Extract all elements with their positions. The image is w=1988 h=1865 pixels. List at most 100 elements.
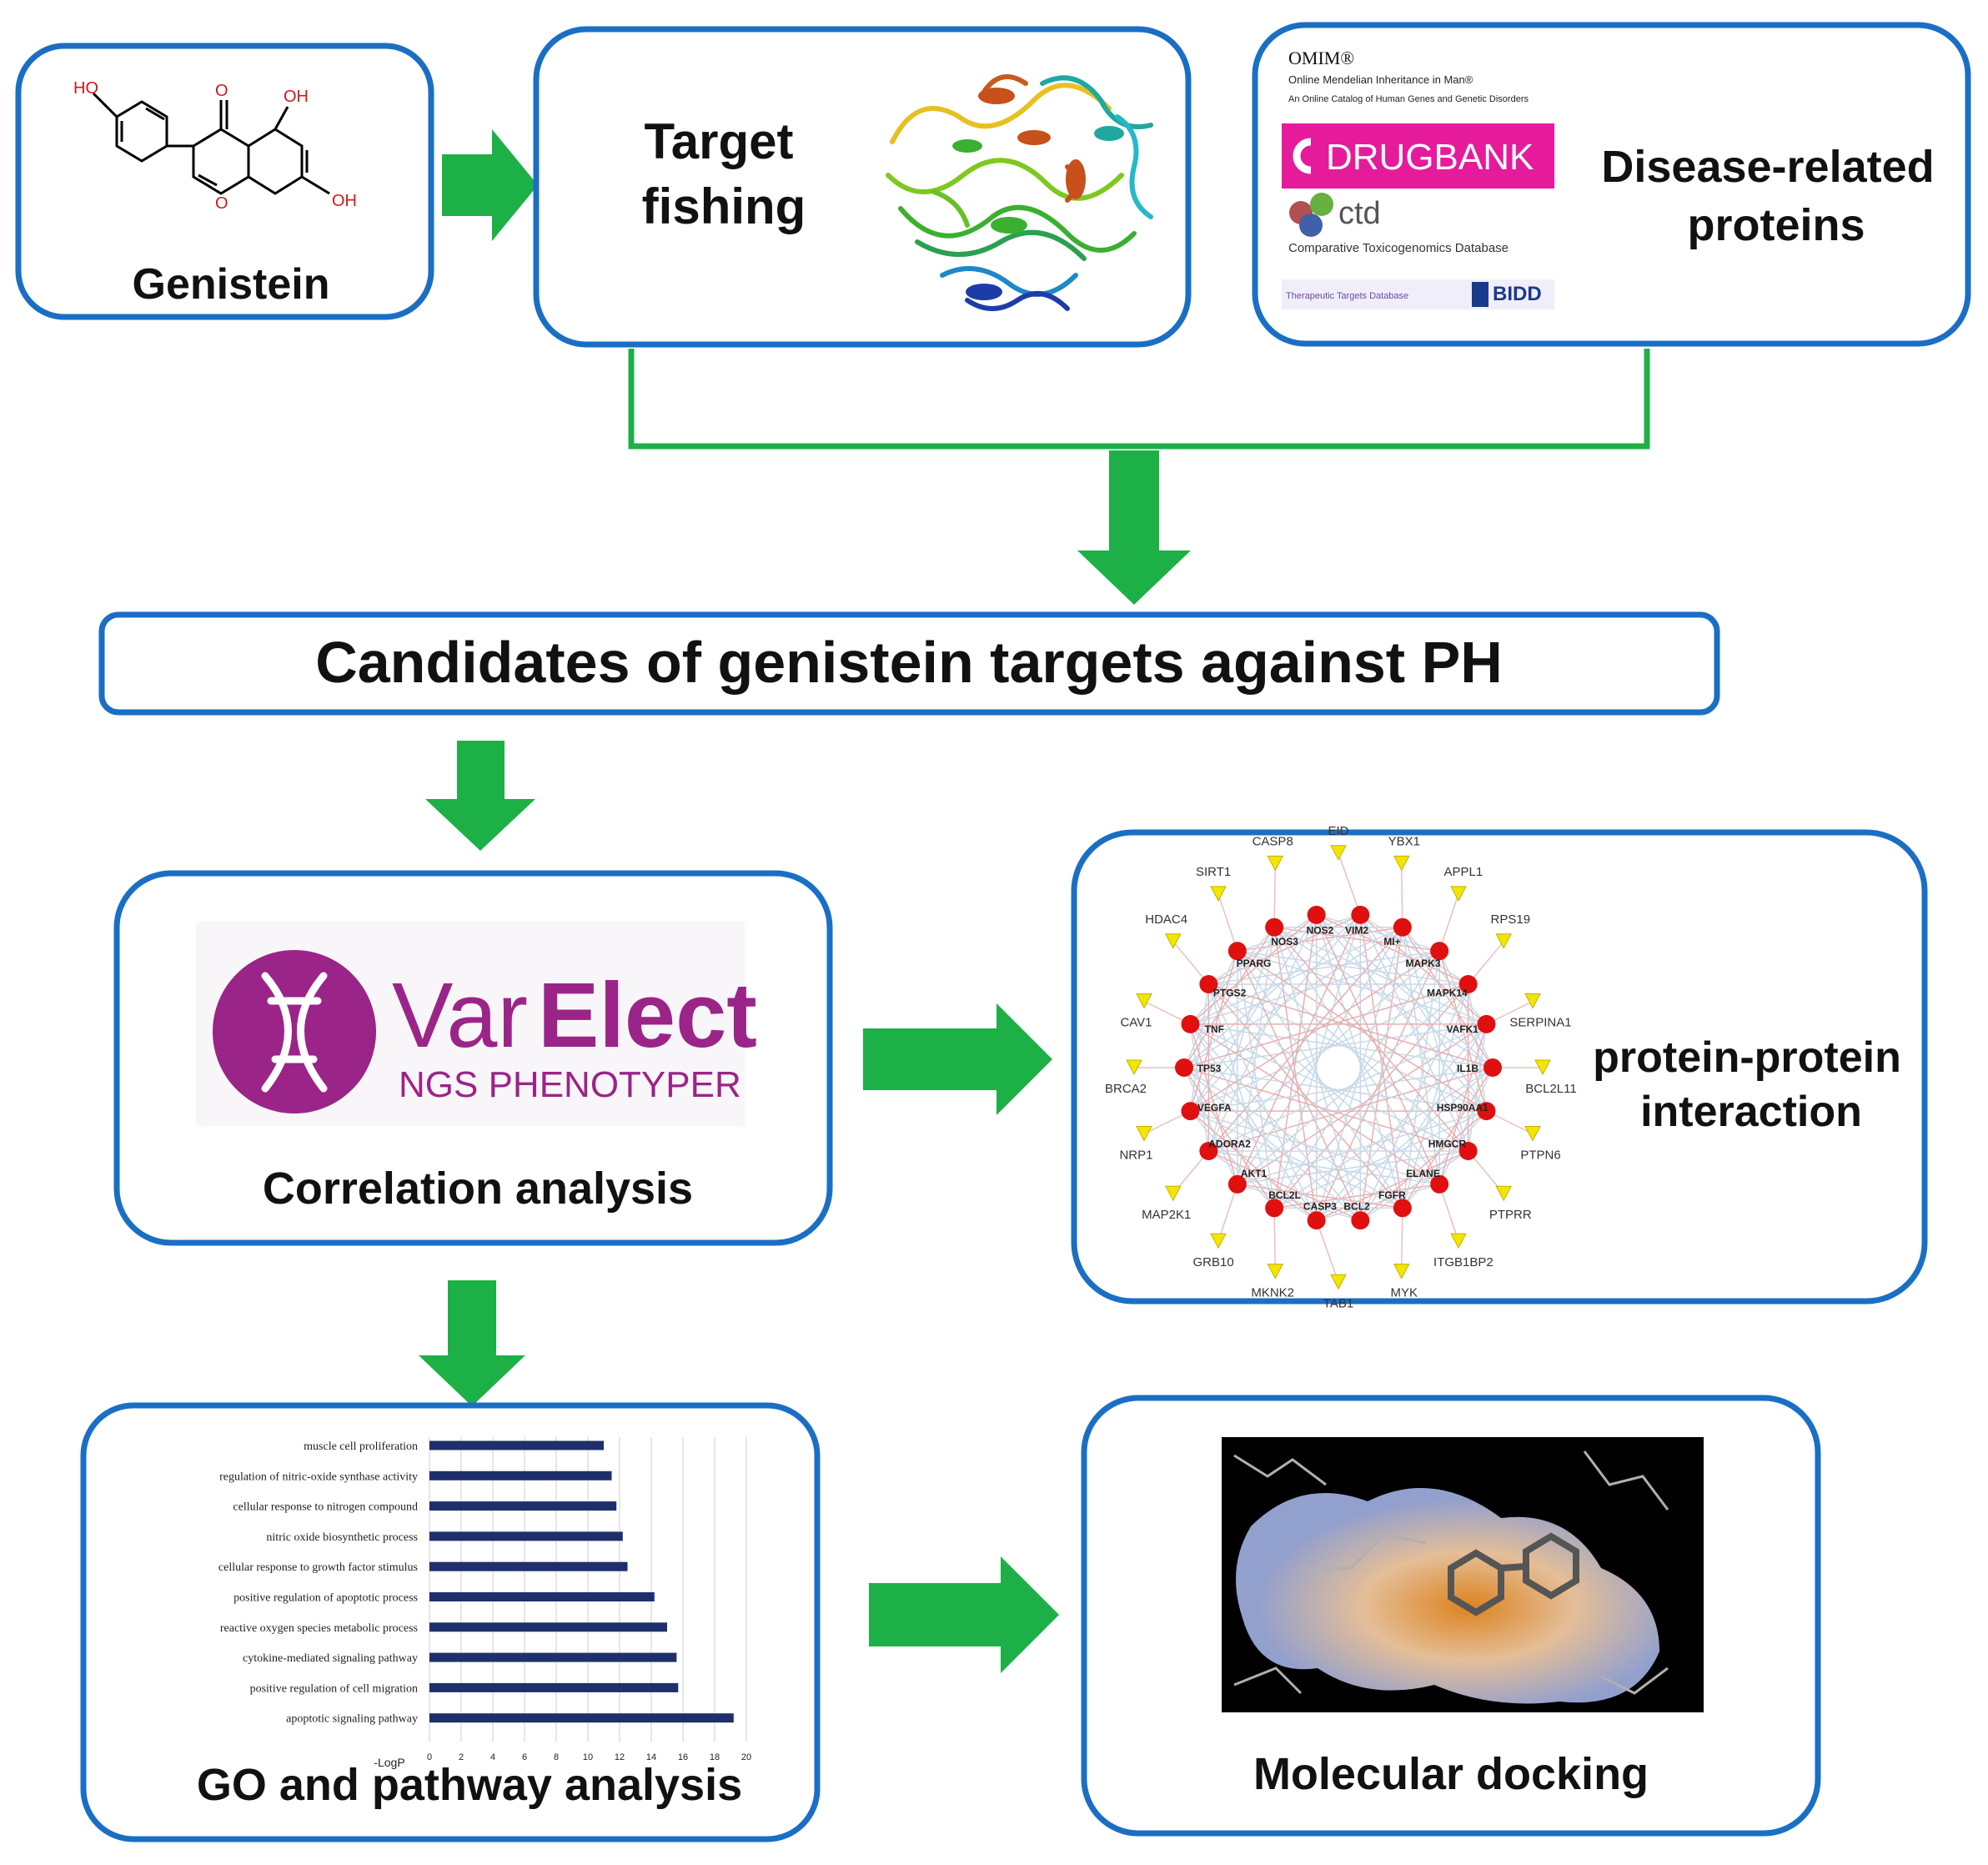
omim-subtitle-2: An Online Catalog of Human Genes and Gen…	[1288, 94, 1529, 104]
network-edge	[1316, 1067, 1494, 1221]
network-outer-node	[1267, 855, 1284, 872]
chart-x-tick-label: 16	[678, 1752, 688, 1762]
network-outer-label: CASP8	[1253, 834, 1293, 848]
network-inner-label: ADORA2	[1208, 1138, 1251, 1149]
network-outer-node	[1136, 993, 1152, 1009]
network-edge	[1189, 914, 1318, 1112]
network-inner-label: CASP3	[1303, 1200, 1337, 1212]
varelect-dna-icon	[213, 950, 376, 1113]
network-outer-label: MAP2K1	[1142, 1208, 1191, 1222]
network-inner-node	[1265, 917, 1284, 937]
ttd-banner	[1282, 279, 1554, 309]
network-inner-node	[1458, 1142, 1478, 1161]
network-outer-node	[1393, 855, 1410, 872]
network-edge	[1359, 914, 1403, 1209]
chart-bar	[429, 1592, 655, 1601]
network-edges	[1134, 852, 1543, 1283]
arrow-go-to-docking	[869, 1556, 1059, 1673]
network-edge	[1217, 893, 1238, 952]
network-edge	[1237, 926, 1403, 952]
network-edge	[1237, 914, 1362, 1185]
network-edge	[1359, 1150, 1469, 1221]
network-edge	[1274, 1184, 1440, 1209]
network-edge	[1467, 983, 1488, 1112]
network-outer-node	[1210, 1233, 1227, 1249]
network-outer-node	[1136, 1125, 1152, 1142]
target-fishing-label-2: fishing	[642, 178, 806, 234]
network-edge	[1273, 863, 1277, 927]
drugbank-pill-icon	[1293, 138, 1312, 174]
network-edge	[1183, 1067, 1238, 1185]
network-edge	[1190, 1110, 1318, 1221]
network-edge	[1207, 914, 1318, 1152]
chart-category-label: cytokine-mediated signaling pathway	[243, 1652, 418, 1665]
network-inner-node	[1181, 1014, 1200, 1033]
network-inner-node	[1175, 1058, 1193, 1077]
network-outer-label: BCL2L11	[1525, 1082, 1576, 1096]
omim-subtitle-1: Online Mendelian Inheritance in Man®	[1288, 73, 1473, 86]
network-edge	[1316, 914, 1468, 985]
chart-bar	[429, 1501, 617, 1511]
atom-oh-7: OH	[332, 192, 357, 210]
chart-category-label: positive regulation of apoptotic process	[233, 1592, 418, 1605]
network-outer-label: SERPINA1	[1509, 1016, 1571, 1030]
network-outer-label: APPL1	[1444, 865, 1483, 879]
network-edge	[1183, 914, 1361, 1068]
network-edge	[1402, 983, 1469, 1209]
network-edge	[1183, 1067, 1275, 1209]
target-fishing-label-1: Target	[645, 113, 794, 169]
network-edge	[1237, 950, 1362, 1221]
network-edge	[1190, 914, 1318, 1025]
network-edge	[1273, 927, 1469, 1152]
network-inner-label: AKT1	[1241, 1168, 1268, 1179]
network-edge	[1438, 950, 1488, 1112]
chart-x-tick-label: 6	[522, 1752, 527, 1762]
network-edge	[1183, 1067, 1361, 1221]
network-edge	[1400, 863, 1403, 927]
network-edge	[1208, 1067, 1494, 1152]
network-edge	[1359, 914, 1488, 1112]
chart-category-label: cellular response to nitrogen compound	[233, 1501, 418, 1514]
box-go-pathway	[80, 1402, 821, 1842]
network-edge	[1189, 1023, 1318, 1221]
disease-proteins-label-2: proteins	[1687, 200, 1865, 250]
network-inner-node	[1181, 1102, 1200, 1121]
chart-bar	[429, 1682, 679, 1692]
network-inner-node	[1265, 1199, 1284, 1218]
network-edge	[1316, 1150, 1468, 1221]
chart-category-label: cellular response to growth factor stimu…	[218, 1561, 418, 1574]
ppi-label-2: interaction	[1640, 1088, 1862, 1136]
network-edge	[1207, 983, 1275, 1209]
network-outer-label: GRB10	[1193, 1255, 1234, 1269]
network-outer-node	[1210, 886, 1227, 902]
correlation-label: Correlation analysis	[263, 1164, 693, 1214]
network-edge	[1316, 914, 1440, 952]
network-edge	[1183, 983, 1468, 1068]
network-inner-label: NOS3	[1271, 936, 1298, 948]
network-inner-node	[1393, 917, 1412, 937]
network-edge	[1207, 983, 1318, 1221]
network-outer-node	[1450, 886, 1467, 902]
network-edge	[1438, 1184, 1459, 1242]
network-edge	[1207, 927, 1275, 1152]
network-outer-label: EID	[1328, 824, 1348, 838]
chart-bar	[429, 1531, 623, 1541]
network-nodes: EIDYBX1APPL1RPS19SERPINA1BCL2L11PTPN6PTP…	[1105, 824, 1577, 1311]
network-inner-label: MAPK3	[1405, 958, 1440, 969]
arrows	[419, 129, 1191, 1673]
chart-x-tick-label: 12	[615, 1752, 625, 1762]
ttd-logo-text: Therapeutic Targets Database	[1286, 291, 1408, 301]
network-edge	[1208, 914, 1361, 985]
network-edge	[1208, 1150, 1361, 1221]
network-edge	[1237, 950, 1487, 1112]
network-outer-node	[1524, 1125, 1541, 1142]
network-edge	[1315, 950, 1440, 1221]
network-edge	[1190, 1110, 1403, 1209]
network-edge	[1237, 951, 1275, 1209]
network-outer-node	[1330, 845, 1347, 861]
chart-bar	[429, 1713, 734, 1723]
network-edge	[1359, 1110, 1487, 1221]
network-outer-label: MYK	[1391, 1286, 1418, 1300]
network-edge	[1183, 1067, 1468, 1152]
